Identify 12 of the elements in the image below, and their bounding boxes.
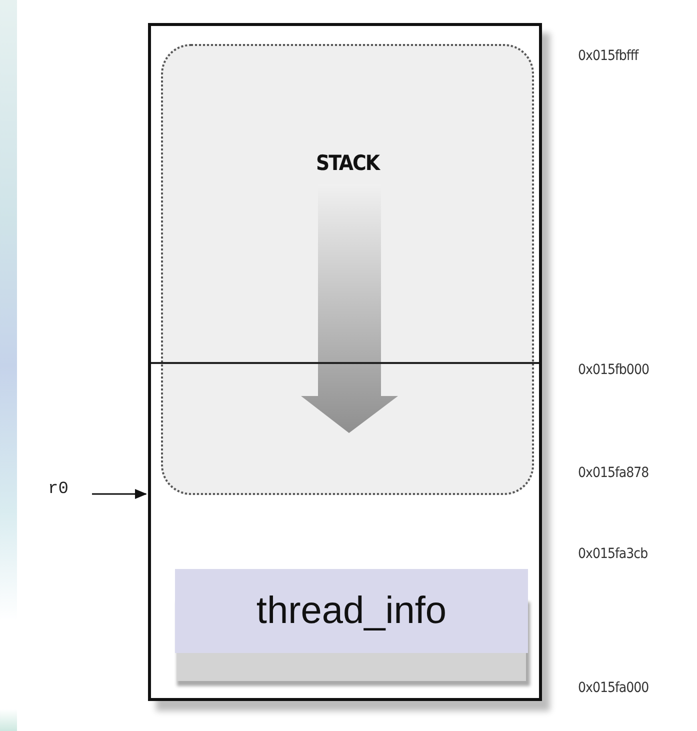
address-label: 0x015fa000 [578,680,649,696]
address-label: 0x015fb000 [578,362,649,378]
address-label: 0x015fa3cb [578,546,648,562]
stack-region [161,44,534,495]
struct-label: thread_info [256,590,447,632]
register-name: r0 [48,480,68,499]
memory-block [148,23,542,701]
thread-info-box [175,569,528,653]
arrow [92,489,147,499]
address-label: 0x015fa878 [578,465,649,481]
address-label: 0x015fbfff [578,48,638,64]
stack-label: STACK [315,151,382,175]
